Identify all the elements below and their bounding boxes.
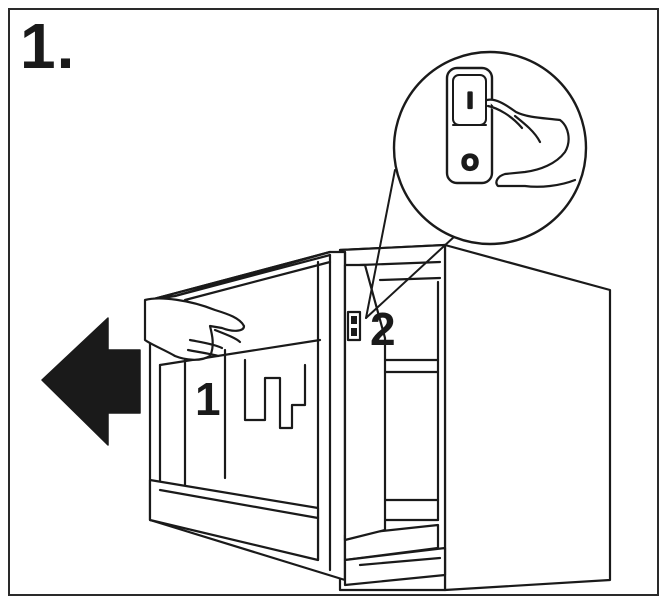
- callout-switch-number: 2: [370, 303, 396, 355]
- hand-icon: [143, 297, 246, 361]
- step-number: 1.: [20, 10, 76, 82]
- switch-on-symbol: I: [467, 88, 473, 113]
- callout-drawer-number: 1: [195, 373, 221, 425]
- power-switch-icon: [445, 66, 494, 185]
- switch-off-symbol: O: [461, 150, 478, 175]
- pull-direction-arrow-icon: [41, 317, 141, 446]
- side-panel: [343, 263, 387, 542]
- pointing-hand-icon: [485, 98, 577, 188]
